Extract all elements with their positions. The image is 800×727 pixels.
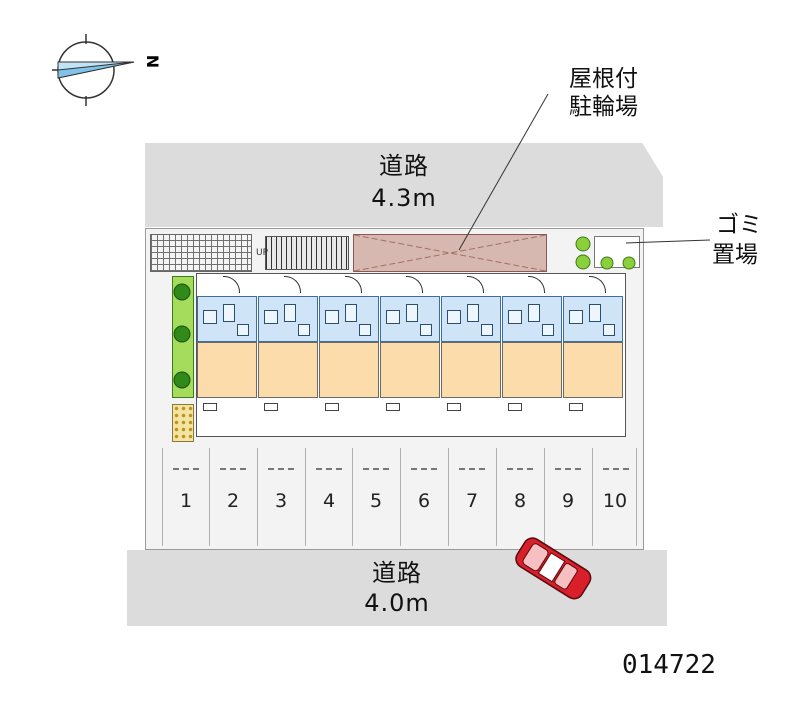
parking-space-number: 9 — [561, 490, 575, 512]
unit-7 — [563, 274, 623, 416]
road-north-name: 道路 — [379, 152, 429, 180]
parking-space-number: 4 — [322, 490, 336, 512]
walkway-hatched-area — [150, 234, 252, 272]
road-south-width: 4.0m — [364, 589, 430, 617]
road-north-width: 4.3m — [371, 184, 437, 212]
parking-space-2: 2 — [209, 448, 256, 546]
parking-space-number: 7 — [465, 490, 479, 512]
road-south-name: 道路 — [372, 559, 422, 587]
parking-space-5: 5 — [352, 448, 399, 546]
parking-space-10: 10 — [592, 448, 637, 546]
compass-icon — [52, 34, 135, 106]
unit-6 — [502, 274, 562, 416]
road-north: 道路 4.3m — [145, 143, 663, 227]
stairs — [265, 236, 349, 270]
stairs-up-label: UP — [256, 248, 269, 258]
parking-space-number: 3 — [274, 490, 288, 512]
parking-space-number: 5 — [369, 490, 383, 512]
planting-north — [575, 236, 636, 270]
unit-4 — [380, 274, 440, 416]
tree-icons — [173, 283, 191, 389]
parking-space-4: 4 — [305, 448, 352, 546]
bicycle-parking-label-line1: 屋根付 — [569, 66, 638, 92]
garbage-label-line2: 置場 — [712, 242, 758, 268]
bicycle-parking-cross-icon — [353, 234, 547, 272]
property-id: 014722 — [622, 650, 716, 680]
parking-space-number: 8 — [513, 490, 527, 512]
unit-5 — [441, 274, 501, 416]
garbage-label-line1: ゴミ — [716, 212, 762, 238]
unit-1 — [197, 274, 257, 416]
unit-2 — [258, 274, 318, 416]
bicycle-parking — [353, 234, 547, 272]
planter-box — [172, 404, 194, 442]
parking-space-7: 7 — [448, 448, 495, 546]
bicycle-parking-label-line2: 駐輪場 — [569, 94, 638, 120]
apartment-building — [196, 273, 626, 437]
parking-space-1: 1 — [162, 448, 209, 546]
parking-space-number: 6 — [417, 490, 431, 512]
parking-space-number: 10 — [602, 490, 628, 512]
car-icon — [515, 537, 592, 600]
parking-space-number: 2 — [226, 490, 240, 512]
parking-space-number: 1 — [179, 490, 193, 512]
compass: N — [44, 30, 174, 110]
parking-space-6: 6 — [400, 448, 447, 546]
parking-lot — [160, 448, 637, 546]
unit-3 — [319, 274, 379, 416]
parking-space-8: 8 — [496, 448, 543, 546]
parking-space-3: 3 — [257, 448, 304, 546]
parking-space-9: 9 — [544, 448, 591, 546]
